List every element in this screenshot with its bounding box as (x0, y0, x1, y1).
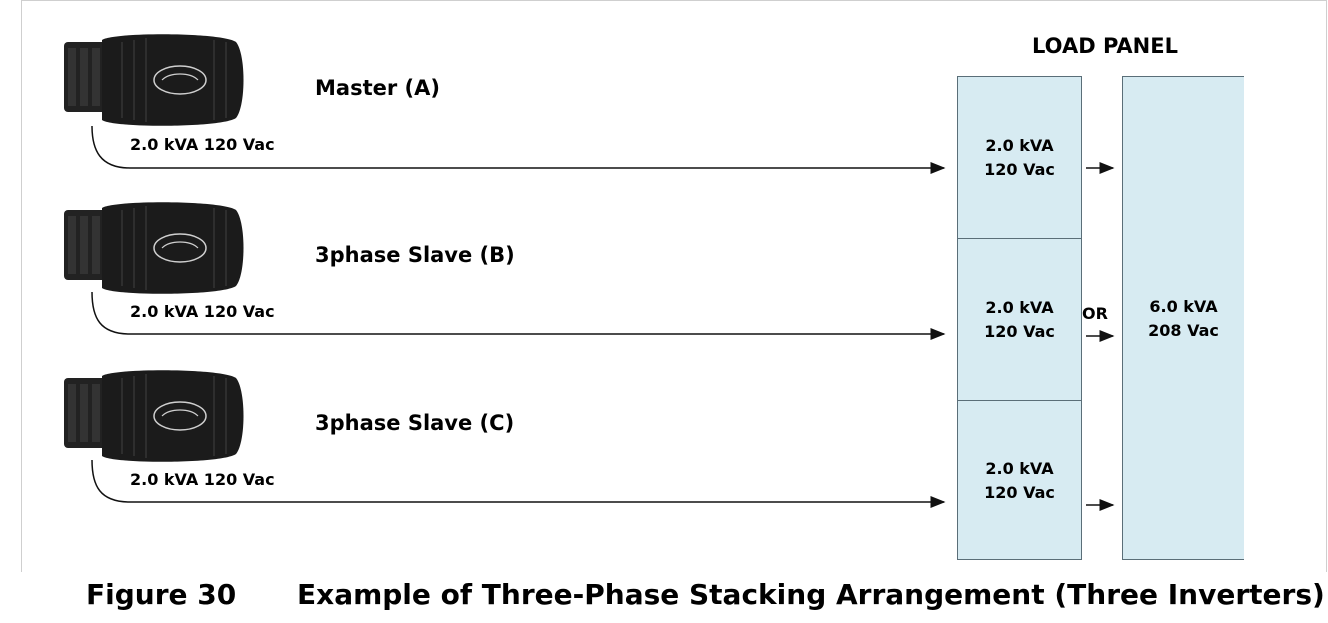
inverter-slave-c-label: 3phase Slave (C) (315, 411, 515, 435)
load-panel-title: LOAD PANEL (1032, 34, 1178, 58)
panel-cell-2: 2.0 kVA 120 Vac (958, 238, 1081, 400)
or-label: OR (1082, 304, 1108, 323)
combined-cell: 6.0 kVA 208 Vac (1123, 77, 1244, 560)
combined-vac: 208 Vac (1148, 320, 1219, 340)
panel-cell-3-kva: 2.0 kVA (985, 458, 1054, 478)
inverter-master-output: 2.0 kVA 120 Vac (130, 135, 275, 154)
panel-cell-3-vac: 120 Vac (984, 482, 1055, 502)
inverter-slave-b-output: 2.0 kVA 120 Vac (130, 302, 275, 321)
load-panel-combined: 6.0 kVA 208 Vac (1122, 76, 1244, 560)
panel-cell-1-vac: 120 Vac (984, 159, 1055, 179)
figure-caption: Example of Three-Phase Stacking Arrangem… (297, 578, 1325, 611)
diagram-frame (21, 0, 1327, 572)
panel-cell-1: 2.0 kVA 120 Vac (958, 77, 1081, 238)
inverter-master-label: Master (A) (315, 76, 440, 100)
inverter-slave-b-label: 3phase Slave (B) (315, 243, 515, 267)
inverter-slave-b-icon (62, 200, 247, 295)
inverter-slave-c-output: 2.0 kVA 120 Vac (130, 470, 275, 489)
combined-kva: 6.0 kVA (1149, 296, 1218, 316)
panel-cell-1-kva: 2.0 kVA (985, 135, 1054, 155)
load-panel-phases: 2.0 kVA 120 Vac 2.0 kVA 120 Vac 2.0 kVA … (957, 76, 1082, 560)
inverter-slave-c-icon (62, 368, 247, 463)
wire-slave-b (91, 291, 946, 340)
wire-master (91, 125, 946, 174)
inverter-master-icon (62, 32, 247, 127)
panel-cell-3: 2.0 kVA 120 Vac (958, 400, 1081, 560)
figure-number: Figure 30 (86, 578, 237, 611)
panel-cell-2-vac: 120 Vac (984, 321, 1055, 341)
panel-cell-2-kva: 2.0 kVA (985, 297, 1054, 317)
wire-slave-c (91, 459, 946, 508)
